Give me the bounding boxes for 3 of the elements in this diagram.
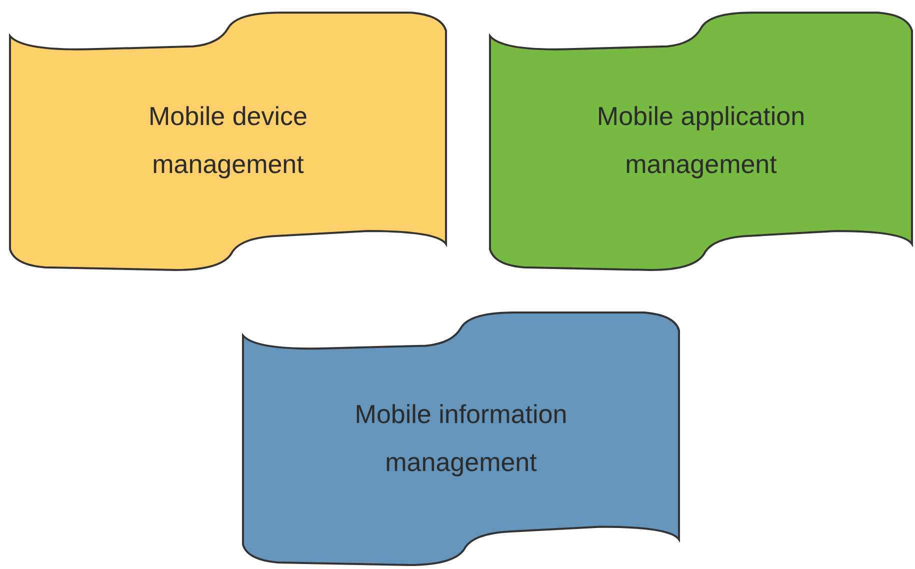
banner-label: Mobile application management (596, 100, 806, 181)
banner-label: Mobile information management (354, 398, 568, 478)
banner-label: Mobile device management (148, 100, 308, 181)
